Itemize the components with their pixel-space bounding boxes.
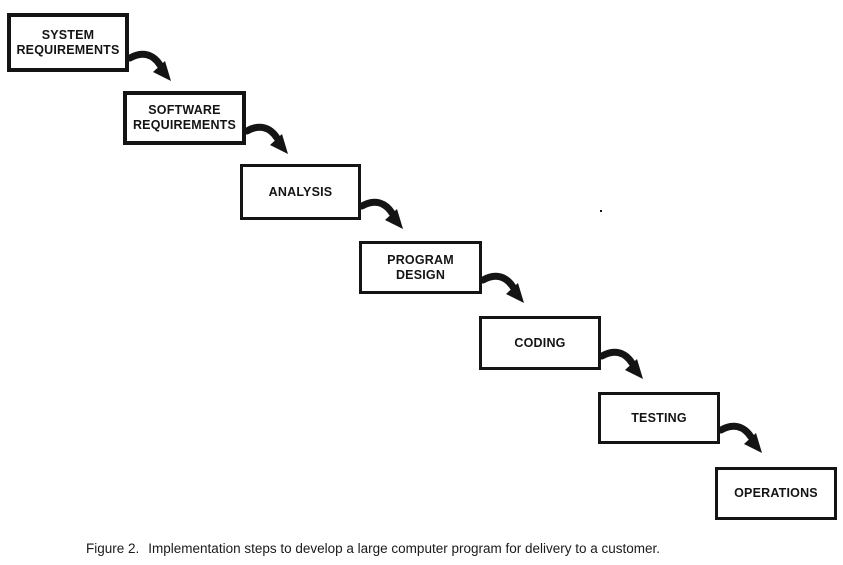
flow-arrow-icon [359, 198, 403, 229]
flow-arrow-icon [599, 348, 643, 379]
flow-box-label: PROGRAM DESIGN [387, 252, 454, 282]
flow-box-label: CODING [514, 335, 566, 350]
flow-box-label: ANALYSIS [268, 184, 333, 199]
flow-box-software-requirements: SOFTWARE REQUIREMENTS [123, 91, 246, 145]
flow-box-analysis: ANALYSIS [240, 164, 361, 220]
flow-arrow-icon [480, 272, 524, 303]
flow-arrow-icon [244, 123, 288, 154]
flow-arrow-icon [127, 50, 171, 81]
figure-caption-text: Implementation steps to develop a large … [148, 541, 661, 556]
figure-caption: Figure 2. Implementation steps to develo… [86, 541, 660, 556]
flow-box-label: OPERATIONS [734, 486, 818, 500]
flow-box-testing: TESTING [598, 392, 720, 444]
flow-box-coding: CODING [479, 316, 601, 370]
figure-caption-label: Figure 2. [86, 541, 140, 556]
flow-box-system-requirements: SYSTEM REQUIREMENTS [7, 13, 129, 72]
flow-arrow-icon [718, 422, 762, 453]
flow-box-program-design: PROGRAM DESIGN [359, 241, 482, 294]
flow-box-label: TESTING [631, 410, 687, 425]
flow-box-label: SOFTWARE REQUIREMENTS [132, 103, 237, 132]
scan-speck [600, 210, 602, 212]
flow-box-operations: OPERATIONS [715, 467, 837, 520]
flow-box-label: SYSTEM REQUIREMENTS [16, 27, 120, 57]
